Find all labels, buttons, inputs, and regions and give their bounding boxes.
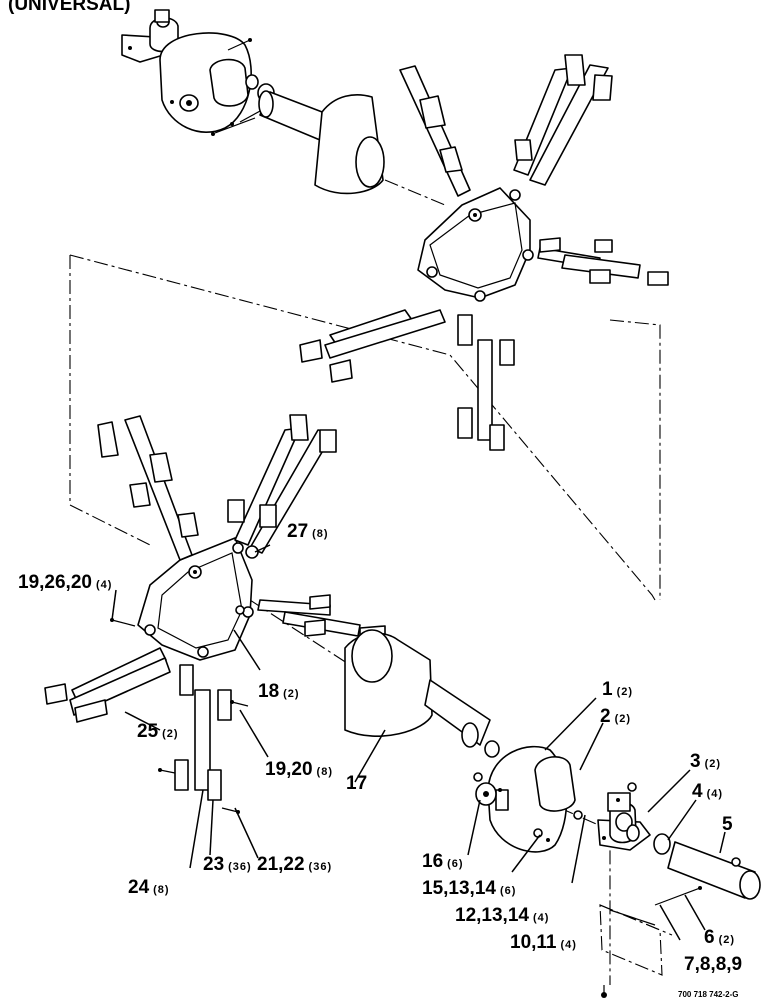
callout-19-26-20: 19,26,20(4)	[18, 572, 112, 593]
lower-bolt	[654, 886, 702, 906]
top-reel-arms	[299, 54, 669, 451]
callout-3: 3(2)	[690, 751, 721, 772]
callout-16: 16(6)	[422, 851, 464, 872]
callout-19-20: 19,20(8)	[265, 759, 333, 780]
lower-reel-spider	[137, 537, 254, 661]
ghost-block	[599, 904, 663, 998]
callout-leaders	[111, 544, 726, 941]
callout-7-8-8-9: 7,8,8,9	[684, 954, 742, 975]
callout-23: 23(36)	[203, 854, 252, 875]
lower-bearing-bracket	[597, 792, 651, 851]
callout-24: 24(8)	[128, 877, 170, 898]
lower-roller	[344, 629, 491, 748]
callout-4: 4(4)	[692, 781, 723, 802]
top-reel-spider	[417, 187, 534, 302]
callout-18: 18(2)	[258, 681, 300, 702]
callout-6: 6(2)	[704, 927, 735, 948]
lower-flange-plate	[487, 745, 576, 853]
top-bolts	[211, 109, 263, 136]
callout-15-13-14: 15,13,14(6)	[422, 878, 516, 899]
lower-reel-arms	[44, 414, 386, 801]
callout-21-22: 21,22(36)	[257, 854, 332, 875]
callout-27: 27(8)	[287, 521, 329, 542]
figure-reference: 700 718 742-2-G	[678, 990, 739, 999]
top-flange-plate	[159, 32, 252, 133]
callout-5: 5	[722, 814, 733, 835]
callout-1: 1(2)	[602, 679, 633, 700]
lower-bracket-spacers	[626, 782, 671, 855]
callout-17: 17	[346, 773, 367, 794]
top-roller	[314, 94, 385, 195]
lower-shaft	[667, 841, 761, 900]
lower-washer	[484, 740, 500, 758]
callout-2: 2(2)	[600, 706, 631, 727]
callout-12-13-14: 12,13,14(4)	[455, 905, 549, 926]
callout-25: 25(2)	[137, 721, 179, 742]
top-bearing-bracket	[121, 9, 181, 63]
callout-10-11: 10,11(4)	[510, 932, 577, 953]
diagram-title: (UNIVERSAL)	[8, 0, 130, 15]
